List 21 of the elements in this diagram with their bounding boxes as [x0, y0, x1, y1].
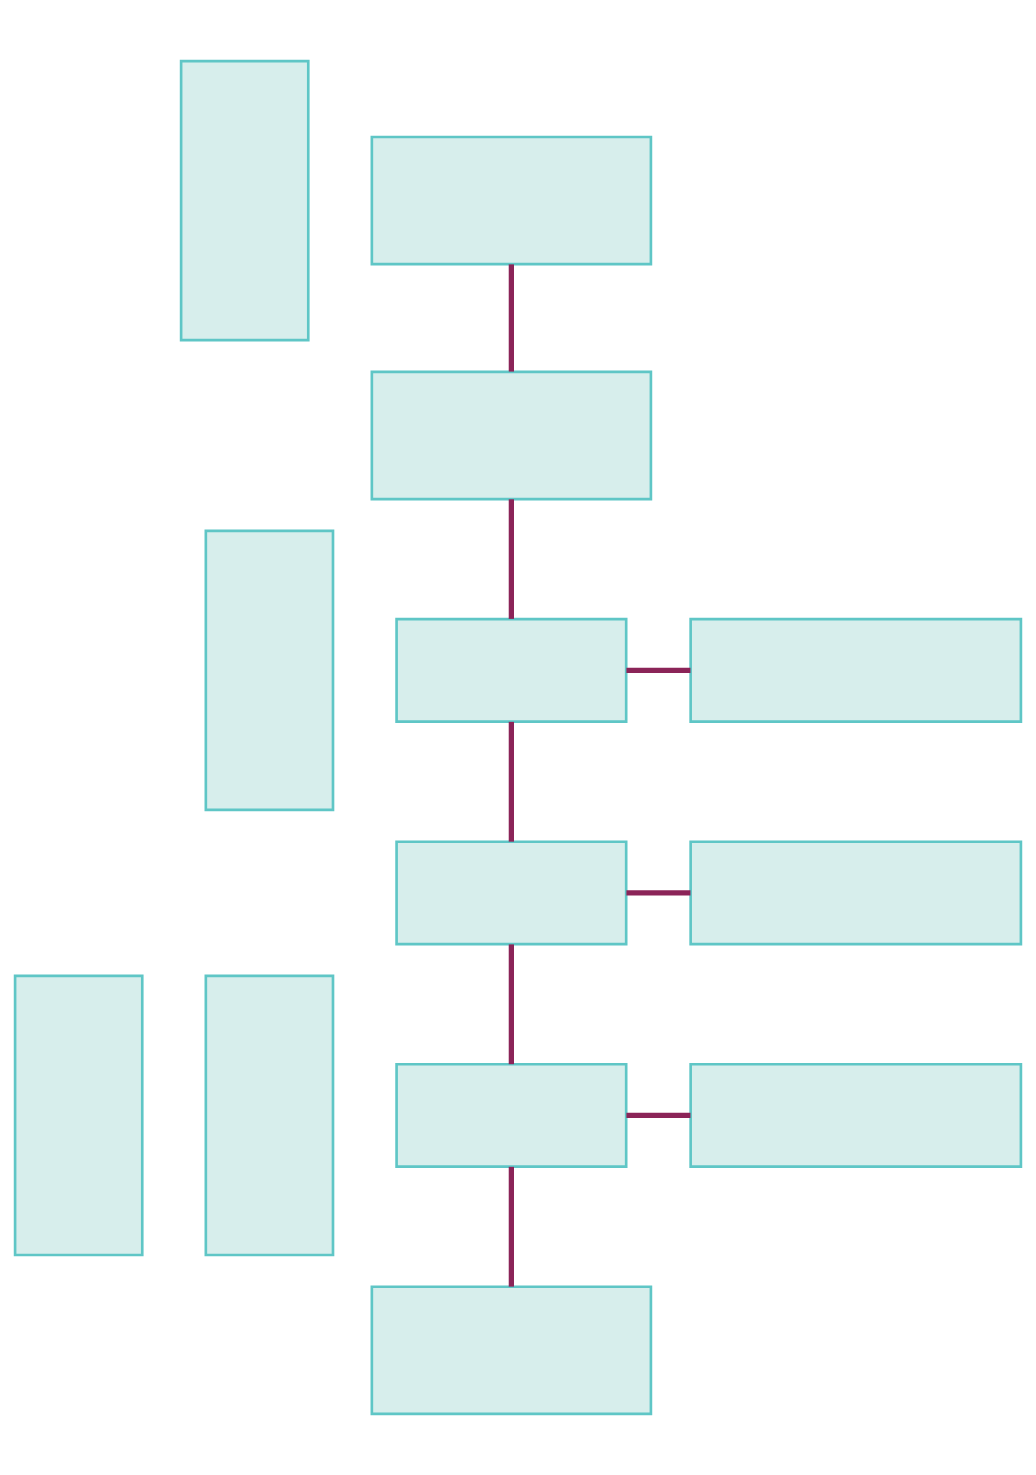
node-box — [179, 59, 310, 342]
node-box — [395, 840, 628, 946]
node-box — [395, 1062, 628, 1168]
connector — [508, 1166, 515, 1287]
node-box — [204, 529, 335, 812]
node-box — [370, 370, 653, 501]
connector — [508, 264, 515, 372]
node-box — [13, 974, 144, 1257]
connector — [626, 890, 691, 896]
node-box — [689, 617, 1023, 723]
node-box — [689, 1062, 1023, 1168]
connector — [508, 944, 515, 1065]
node-box — [204, 974, 335, 1257]
connector — [508, 721, 515, 842]
connector — [626, 667, 691, 674]
connector — [508, 499, 515, 619]
node-box — [395, 617, 628, 723]
node-box — [370, 1285, 653, 1416]
connector — [626, 1112, 691, 1119]
node-box — [689, 840, 1023, 946]
node-box — [370, 135, 653, 266]
